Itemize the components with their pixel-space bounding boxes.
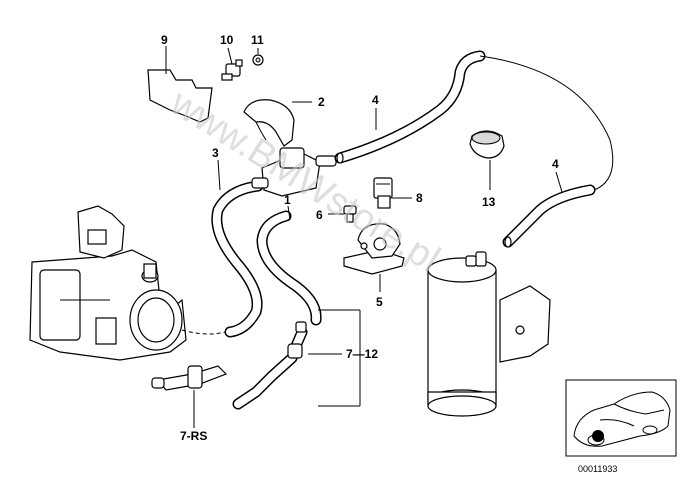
- label-8: 8: [416, 191, 423, 205]
- vehicle-location-inset: [565, 379, 677, 457]
- label-13: 13: [482, 195, 496, 209]
- label-2: 2: [318, 95, 325, 109]
- hose-4-continuation-line: [479, 55, 614, 191]
- label-5: 5: [376, 295, 383, 309]
- label-9: 9: [161, 33, 168, 47]
- hose-4-lower: [502, 184, 596, 248]
- label-4-lower: 4: [552, 157, 559, 171]
- charcoal-canister: [427, 251, 551, 417]
- connector-8: [373, 177, 393, 209]
- hose-3: [211, 180, 264, 338]
- hose-1: [256, 210, 322, 326]
- label-1: 1: [284, 193, 291, 207]
- nut-11: [252, 54, 264, 66]
- catalog-number: 00011933: [578, 464, 617, 474]
- hose-7-12: [232, 321, 308, 410]
- leader-lines: [165, 46, 563, 428]
- holder-2: [243, 99, 295, 147]
- label-10: 10: [220, 33, 234, 47]
- clamp-5: [343, 223, 405, 275]
- label-7-12: 7—12: [346, 347, 378, 361]
- watermark: www.BMWstore.pl: [162, 81, 447, 281]
- label-7-rs: 7-RS: [180, 429, 207, 443]
- part-labels: 9 10 11 2 4 4 3 8 13 1 6 5 7—12 7-RS: [161, 33, 559, 443]
- cap-13: [469, 130, 505, 159]
- car-icon: [573, 391, 671, 447]
- bolt-6: [343, 205, 357, 223]
- purge-valve: [251, 147, 337, 197]
- hose-4-upper: [334, 50, 486, 164]
- label-11: 11: [251, 33, 264, 47]
- bracket-9: [147, 69, 213, 123]
- location-marker: [592, 430, 604, 442]
- throttle-body: [29, 205, 187, 361]
- t-connector-7-rs: [151, 365, 228, 391]
- label-4-upper: 4: [372, 93, 379, 107]
- label-3: 3: [212, 146, 219, 160]
- label-6: 6: [316, 208, 323, 222]
- sensor-10: [221, 59, 243, 81]
